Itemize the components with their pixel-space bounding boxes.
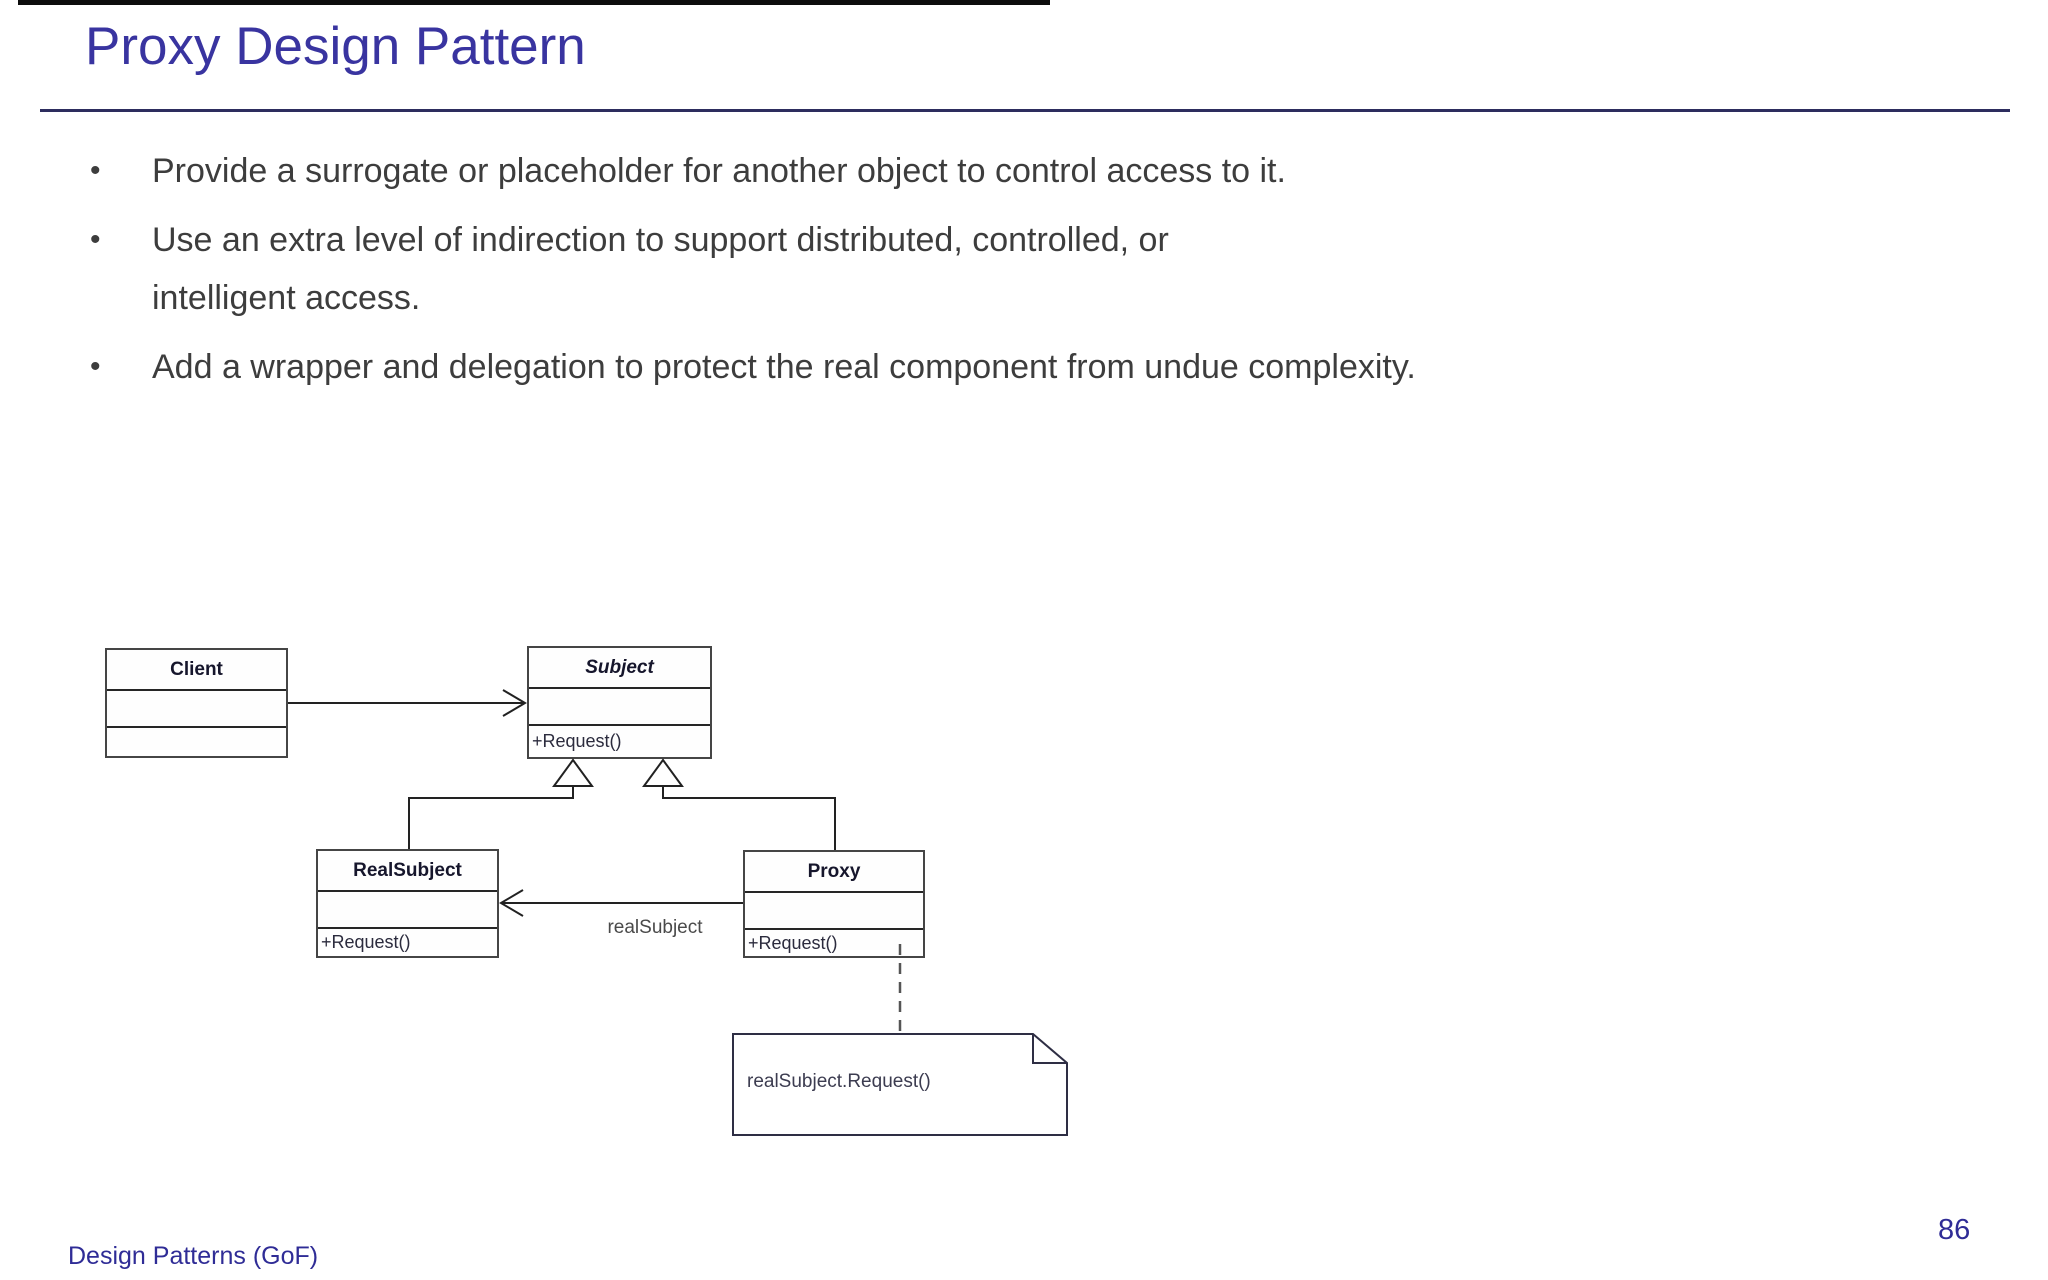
- generalization-realsubject-subject: [408, 758, 594, 849]
- class-method: +Request(): [748, 932, 838, 953]
- bullet-item: Provide a surrogate or placeholder for a…: [90, 142, 1990, 200]
- class-box-proxy: Proxy +Request(): [743, 850, 925, 958]
- class-name: Client: [107, 650, 286, 691]
- class-name: Subject: [529, 648, 710, 689]
- class-box-client: Client: [105, 648, 288, 758]
- class-box-realsubject: RealSubject +Request(): [316, 849, 499, 958]
- title-underline: [40, 109, 2010, 112]
- generalization-proxy-subject: [642, 758, 836, 850]
- association-label: realSubject: [607, 917, 703, 938]
- class-methods-compartment: [107, 728, 286, 756]
- class-methods-compartment: +Request(): [529, 726, 710, 757]
- class-attributes-compartment: [745, 893, 923, 930]
- bullet-item: Add a wrapper and delegation to protect …: [90, 338, 1990, 396]
- class-attributes-compartment: [107, 691, 286, 728]
- note-fold-icon: [1032, 1034, 1067, 1064]
- class-methods-compartment: +Request(): [745, 930, 923, 956]
- footer-text: Design Patterns (GoF): [68, 1242, 319, 1270]
- class-attributes-compartment: [318, 892, 497, 929]
- class-name: Proxy: [745, 852, 923, 893]
- association-client-subject: [288, 689, 527, 717]
- scan-artifact-line: [18, 0, 1050, 5]
- class-name: RealSubject: [318, 851, 497, 892]
- open-arrowhead-icon: [499, 889, 524, 917]
- hollow-triangle-icon: [642, 758, 684, 787]
- class-methods-compartment: +Request(): [318, 929, 497, 956]
- open-arrowhead-icon: [502, 689, 527, 717]
- class-box-subject: Subject +Request(): [527, 646, 712, 759]
- class-attributes-compartment: [529, 689, 710, 726]
- class-method: +Request(): [532, 731, 622, 751]
- bullet-list: Provide a surrogate or placeholder for a…: [90, 142, 1990, 396]
- uml-note-text: realSubject.Request(): [747, 1071, 931, 1092]
- association-proxy-realsubject: [499, 889, 743, 917]
- bullet-item: Use an extra level of indirection to sup…: [90, 211, 1990, 327]
- hollow-triangle-icon: [552, 758, 594, 787]
- page-number: 86: [1938, 1214, 1971, 1246]
- class-method: +Request(): [321, 932, 411, 952]
- page-title: Proxy Design Pattern: [85, 17, 586, 76]
